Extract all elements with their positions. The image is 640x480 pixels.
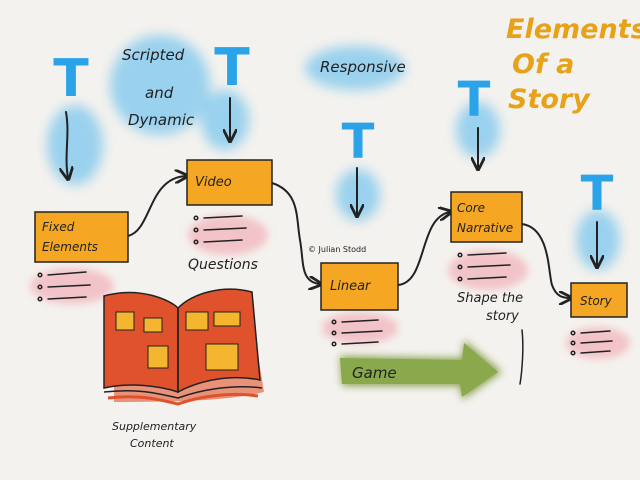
t-icon: T [214,38,250,98]
svg-text:Content: Content [130,437,174,450]
node-core-narrative: Core Narrative [450,191,523,243]
bullet-list-icon [193,215,247,245]
svg-text:Elements: Elements [42,240,98,254]
t-icon: T [342,114,375,170]
book-icon [103,288,264,406]
svg-text:Narrative: Narrative [457,221,513,235]
bullet-list-icon [570,330,613,356]
node-story: Story [570,282,628,318]
node-video: Video [186,159,273,206]
svg-text:Core: Core [457,201,485,215]
node-linear: Linear [320,262,399,311]
supplementary-content-label: Supplementary Content [112,420,197,450]
t-icons: T T T T T [53,38,613,222]
credit-label: © Julian Stodd [308,245,366,254]
diagram-title: Elements Of a Story [506,14,640,115]
t-icon: T [581,166,614,222]
scripted-dynamic-label: Scripted and Dynamic [122,46,195,129]
svg-text:Elements: Elements [506,14,640,45]
svg-text:Video: Video [195,175,232,190]
bullet-list-icon [457,252,511,282]
svg-text:Dynamic: Dynamic [128,111,195,129]
svg-text:Story: Story [508,84,591,115]
pink-washes [30,215,630,359]
bullet-list-icon [37,271,91,302]
down-arrows [66,97,597,266]
svg-text:Supplementary: Supplementary [112,420,197,433]
questions-label: Questions [188,257,258,273]
svg-text:story: story [486,309,519,324]
bullet-list-icons [37,215,613,356]
svg-text:Story: Story [580,294,613,308]
bullet-list-icon [331,319,383,347]
shape-the-story-label: Shape the story [457,291,523,324]
t-icon: T [53,49,89,109]
svg-text:Game: Game [352,364,397,382]
node-fixed-elements: Fixed Elements [34,211,129,263]
svg-text:Shape the: Shape the [457,291,523,306]
svg-text:and: and [145,84,174,102]
t-icon: T [458,72,491,128]
svg-text:Linear: Linear [330,279,372,294]
responsive-label: Responsive [320,58,406,76]
shape-arrow [519,329,524,385]
svg-text:Scripted: Scripted [122,46,185,64]
svg-text:Of a: Of a [512,49,574,80]
game-arrow: Game [340,340,502,400]
flow-connectors [127,176,570,298]
svg-text:Fixed: Fixed [42,220,75,234]
